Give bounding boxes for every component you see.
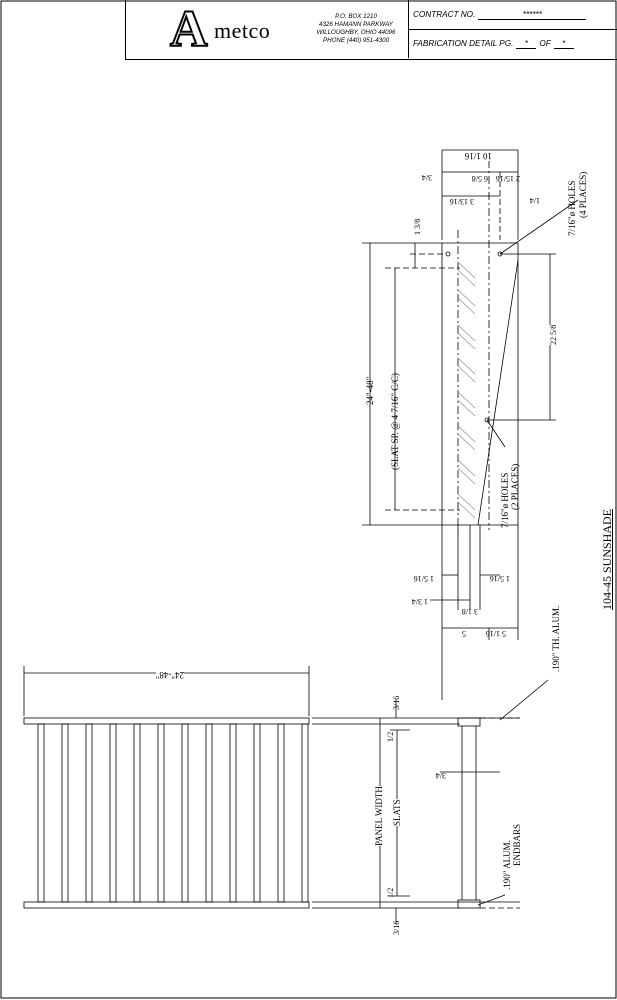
endbar-taper xyxy=(477,259,519,526)
holes-2-label: 7/16"ø HOLES xyxy=(500,472,510,528)
company-address: P.O. BOX 1210 4326 HAMANN PARKWAY WILLOU… xyxy=(308,13,404,45)
title-block: A metco P.O. BOX 1210 4326 HAMANN PARKWA… xyxy=(125,0,617,60)
address-line: PHONE (440) 951-4300 xyxy=(322,37,390,44)
leader-line xyxy=(486,419,506,448)
contract-info: CONTRACT NO. ****** FABRICATION DETAIL P… xyxy=(408,0,617,58)
leader-line xyxy=(499,199,579,255)
dim-22-5-8: 22 5/8 xyxy=(549,324,558,345)
slat-spacing-label: (SLAT SP. @ 4 7/16" C/C) xyxy=(390,373,400,470)
bottom-rail xyxy=(23,901,310,909)
fabrication-label: FABRICATION DETAIL PG. xyxy=(413,39,514,48)
dim-3-16-top: 3/16 xyxy=(392,695,401,710)
dim-1-5-16-b: 1 5/16 xyxy=(489,574,510,583)
dim-6-5-8: 6 5/8 xyxy=(471,174,488,183)
endbar-section xyxy=(457,717,481,727)
fabrication-row: FABRICATION DETAIL PG. * OF * xyxy=(408,29,617,58)
length-range-label: 24"-48" xyxy=(365,376,375,405)
page-total: * xyxy=(553,39,574,49)
dim-5: 5 xyxy=(462,629,466,638)
address-line: 4326 HAMANN PARKWAY xyxy=(319,21,393,28)
panel-width-label: PANEL WIDTH xyxy=(374,786,384,846)
slat-pattern xyxy=(457,261,476,519)
top-rail xyxy=(23,717,310,725)
dim-2-15-16: 2 15/16 xyxy=(495,174,520,183)
dim-1-4: 1/4 xyxy=(529,196,540,205)
holes-4-sublabel: (4 PLACES) xyxy=(578,171,588,218)
dim-overall-width: 10 1/16 xyxy=(464,151,492,161)
company-logo-block: A metco P.O. BOX 1210 4326 HAMANN PARKWA… xyxy=(126,0,409,58)
contract-value: ****** xyxy=(478,10,587,20)
dim-3-16-bottom: 3/16 xyxy=(392,920,401,935)
slats xyxy=(37,723,309,903)
of-label: OF xyxy=(539,39,551,48)
company-logo: A xyxy=(169,1,209,58)
leader-line xyxy=(499,679,549,721)
alum-thickness-label: .190" TH. ALUM. xyxy=(551,605,561,672)
dim-3-1-8: 3 1/8 xyxy=(461,607,478,616)
hole xyxy=(445,251,451,257)
company-name: metco xyxy=(214,18,271,43)
dim-3-4: 3/4 xyxy=(421,173,432,182)
contract-label: CONTRACT NO. xyxy=(413,10,476,19)
dim-3-4-b: 3/4 xyxy=(435,771,446,780)
dim-5-1-16: 5 1/16 xyxy=(485,629,506,638)
plan-length-label: 24"-48" xyxy=(155,670,184,680)
slats-label: SLATS xyxy=(392,799,402,826)
drawing-title: 104-45 SUNSHADE xyxy=(600,508,614,610)
dim-1-2-bottom: 1/2 xyxy=(386,887,395,898)
contract-row: CONTRACT NO. ****** xyxy=(408,0,617,30)
dim-1-5-16-a: 1 5/16 xyxy=(413,574,434,583)
address-line: P.O. BOX 1210 xyxy=(335,13,377,20)
address-line: WILLOUGHBY, OHIO 44096 xyxy=(316,29,396,36)
leader-line xyxy=(477,894,506,906)
holes-2-sublabel: (2 PLACES) xyxy=(510,463,520,510)
dim-3-13-16: 3 13/16 xyxy=(449,197,474,206)
dim-1-3-4: 1 3/4 xyxy=(411,597,428,606)
holes-4-label: 7/16"ø HOLES xyxy=(567,180,577,236)
dim-1-3-8: 1 3/8 xyxy=(413,218,422,235)
page-number: * xyxy=(516,39,537,49)
endbars-label-2: ENDBARS xyxy=(512,823,522,866)
endbars-label-1: .190" ALUM. xyxy=(502,840,512,890)
dim-1-2-top: 1/2 xyxy=(386,731,395,742)
